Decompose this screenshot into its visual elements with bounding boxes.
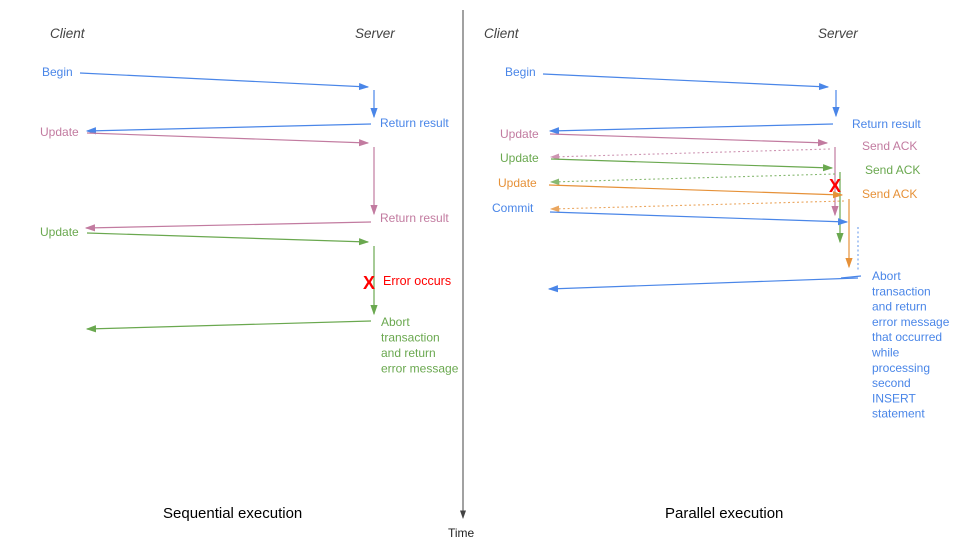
left-client-header: Client bbox=[50, 26, 86, 41]
left-abort-line-2: transaction bbox=[381, 331, 440, 345]
right-client-header: Client bbox=[484, 26, 520, 41]
left-abort-message: Abort transaction and return error messa… bbox=[381, 315, 459, 376]
left-return-result-2-arrow bbox=[84, 221, 372, 232]
right-begin-label: Begin bbox=[505, 65, 536, 79]
right-update3-request-arrow bbox=[548, 184, 844, 199]
right-abort-line-4: error message bbox=[872, 315, 950, 329]
right-begin-request-arrow bbox=[542, 73, 830, 91]
right-diagram-title: Parallel execution bbox=[665, 505, 783, 522]
right-update2-label: Update bbox=[500, 151, 539, 165]
left-begin-label: Begin bbox=[42, 65, 73, 79]
left-abort-line-4: error message bbox=[381, 362, 459, 376]
left-update1-request-arrow bbox=[86, 132, 370, 147]
right-abort-line-5: that occurred bbox=[872, 330, 942, 344]
right-abort-return-arrow bbox=[547, 277, 859, 293]
right-server-header: Server bbox=[818, 26, 858, 41]
right-update1-label: Update bbox=[500, 127, 539, 141]
right-abort-line-10: statement bbox=[872, 407, 925, 421]
right-abort-message: Abort transaction and return error messa… bbox=[871, 269, 950, 421]
left-abort-return-arrow bbox=[85, 320, 372, 333]
right-send-ack-1-label: Send ACK bbox=[862, 139, 917, 153]
right-return-result-arrow bbox=[548, 123, 834, 135]
right-send-ack-2-label: Send ACK bbox=[865, 163, 920, 177]
right-ack2-dotted-arrow bbox=[549, 173, 836, 186]
left-return-result-1-arrow bbox=[85, 123, 372, 135]
right-abort-line-3: and return bbox=[872, 300, 927, 314]
right-ack3-dotted-arrow bbox=[549, 200, 845, 213]
right-update2-request-arrow bbox=[550, 158, 834, 172]
left-abort-line-3: and return bbox=[381, 346, 436, 360]
left-error-occurs-label: Error occurs bbox=[383, 274, 451, 288]
right-return-result-label: Return result bbox=[852, 117, 921, 131]
left-server-header: Server bbox=[355, 26, 395, 41]
left-abort-line-1: Abort bbox=[381, 315, 410, 329]
left-return-result-2-label: Return result bbox=[380, 211, 449, 225]
right-abort-tick-line bbox=[840, 275, 862, 279]
right-abort-line-8: second bbox=[872, 376, 911, 390]
parallel-diagram: Client Server Begin Return result Update… bbox=[484, 26, 950, 522]
left-update2-request-arrow bbox=[86, 232, 370, 246]
right-abort-line-7: processing bbox=[872, 361, 930, 375]
left-update2-label: Update bbox=[40, 225, 79, 239]
time-axis-label: Time bbox=[448, 526, 475, 540]
right-commit-request-arrow bbox=[549, 211, 849, 226]
right-error-x-icon: X bbox=[829, 176, 841, 196]
left-begin-request-arrow bbox=[79, 72, 370, 91]
right-abort-line-1: Abort bbox=[872, 269, 901, 283]
sequential-diagram: Client Server Begin Return result Update… bbox=[40, 26, 459, 522]
right-commit-label: Commit bbox=[492, 201, 534, 215]
right-abort-line-9: INSERT bbox=[872, 391, 916, 405]
left-return-result-1-label: Return result bbox=[380, 116, 449, 130]
left-diagram-title: Sequential execution bbox=[163, 505, 302, 522]
right-update1-request-arrow bbox=[549, 133, 829, 147]
right-ack1-dotted-arrow bbox=[549, 148, 831, 161]
right-abort-line-6: while bbox=[871, 346, 900, 360]
left-update1-label: Update bbox=[40, 125, 79, 139]
right-send-ack-3-label: Send ACK bbox=[862, 187, 917, 201]
left-error-x-icon: X bbox=[363, 273, 375, 293]
right-update3-label: Update bbox=[498, 176, 537, 190]
right-abort-line-2: transaction bbox=[872, 284, 931, 298]
